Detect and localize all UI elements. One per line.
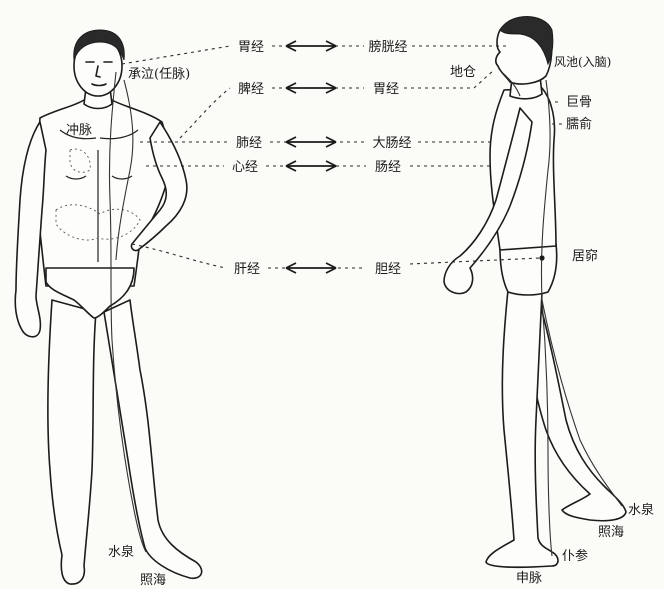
point-label-jugu: 巨骨 bbox=[566, 95, 592, 110]
front-right-leg bbox=[104, 300, 202, 578]
point-label-pucan: 仆参 bbox=[562, 548, 588, 564]
pair-arrow-row3 bbox=[286, 137, 336, 147]
point-label-naoshu: 臑俞 bbox=[566, 116, 592, 132]
pair-arrow-row1 bbox=[286, 41, 336, 51]
side-shorts bbox=[500, 244, 557, 295]
side-figure bbox=[444, 17, 626, 568]
pair-right-label-5: 胆经 bbox=[375, 262, 401, 277]
leader-row1-left bbox=[122, 46, 230, 64]
front-left-arm bbox=[15, 122, 46, 337]
pair-arrow-row5 bbox=[286, 263, 336, 273]
pair-right-label-2: 胃经 bbox=[373, 82, 399, 97]
point-label-side-shuiquan: 水泉 bbox=[628, 502, 654, 518]
leader-row2-right bbox=[404, 70, 494, 88]
leader-row5-left bbox=[132, 244, 226, 268]
pair-right-label-3: 大肠经 bbox=[372, 136, 411, 151]
pair-left-label-2: 脾经 bbox=[238, 82, 264, 97]
point-label-dicang: 地仓 bbox=[450, 65, 476, 80]
pair-arrow-row2 bbox=[286, 83, 336, 93]
juliao-point-marker bbox=[539, 255, 544, 260]
point-label-chongmai: 冲脉 bbox=[66, 123, 92, 138]
point-label-side-zhaohai: 照海 bbox=[598, 525, 624, 540]
leader-row2-left bbox=[180, 88, 230, 138]
point-label-front-shuiquan: 水泉 bbox=[108, 544, 134, 560]
pair-left-label-1: 胃经 bbox=[238, 40, 264, 55]
pair-labels: 胃经 膀胱经 脾经 胃经 肺经 大肠经 心经 肠经 肝经 胆经 bbox=[232, 39, 412, 277]
pair-arrow-row4 bbox=[286, 161, 336, 171]
pair-left-label-3: 肺经 bbox=[236, 136, 262, 151]
point-label-juliao: 居窌 bbox=[572, 249, 598, 264]
pair-right-label-1: 膀胱经 bbox=[368, 39, 407, 55]
front-figure bbox=[15, 30, 201, 584]
pair-left-label-5: 肝经 bbox=[234, 262, 260, 277]
front-torso bbox=[37, 100, 168, 286]
pair-left-label-4: 心经 bbox=[232, 160, 258, 175]
pair-arrows bbox=[286, 41, 336, 273]
point-label-shenmai: 申脉 bbox=[516, 571, 542, 586]
front-left-leg bbox=[48, 300, 96, 584]
point-label-front-zhaohai: 照海 bbox=[140, 573, 166, 588]
pair-right-label-4: 肠经 bbox=[375, 160, 401, 175]
point-label-chengqi: 承泣(任脉) bbox=[128, 67, 190, 82]
point-label-fengchi: 风池(入脑) bbox=[554, 55, 611, 69]
